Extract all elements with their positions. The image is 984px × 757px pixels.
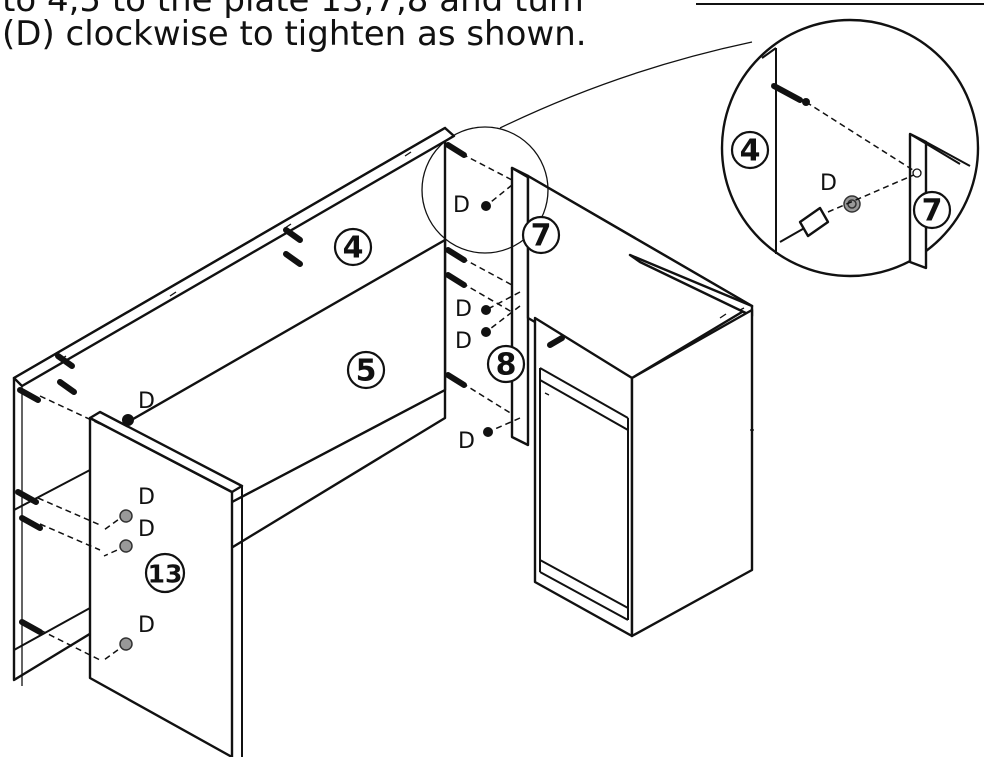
fitting-label-d: D	[455, 329, 472, 354]
dowels	[15, 142, 565, 635]
fitting-label-d: D	[138, 613, 155, 638]
detail-magnifier: 4 7 D	[720, 18, 980, 278]
svg-text:8: 8	[496, 348, 517, 383]
cam-fittings	[119, 201, 493, 651]
part-number-4: 4	[333, 227, 373, 267]
callout-line	[499, 41, 753, 129]
svg-text:4: 4	[740, 134, 761, 169]
fitting-label-d: D	[138, 517, 155, 542]
detail-part-number-4: 4	[730, 130, 770, 170]
svg-text:7: 7	[922, 194, 943, 229]
part-number-7: 7	[521, 215, 561, 255]
fitting-label-d: D	[138, 485, 155, 510]
instruction-line-1: to 4,5 to the plate 13,7,8 and turn	[2, 0, 584, 20]
svg-text:4: 4	[343, 231, 364, 266]
part-number-13: 13	[144, 552, 186, 594]
detail-part-number-7: 7	[912, 190, 952, 230]
fitting-label-d: D	[455, 297, 472, 322]
part-number-8: 8	[486, 344, 526, 384]
fitting-label-d: D	[138, 389, 155, 414]
right-cabinet	[526, 174, 754, 638]
svg-text:13: 13	[148, 560, 183, 589]
shelf-lines	[13, 469, 91, 651]
detail-fitting-label-d: D	[820, 171, 837, 196]
fitting-label-d: D	[458, 429, 475, 454]
zoom-region	[421, 126, 549, 254]
part-number-5: 5	[346, 350, 386, 390]
svg-text:5: 5	[356, 354, 377, 389]
instruction-line-2: (D) clockwise to tighten as shown.	[2, 14, 587, 54]
svg-text:7: 7	[531, 219, 552, 254]
fitting-label-d: D	[453, 193, 470, 218]
